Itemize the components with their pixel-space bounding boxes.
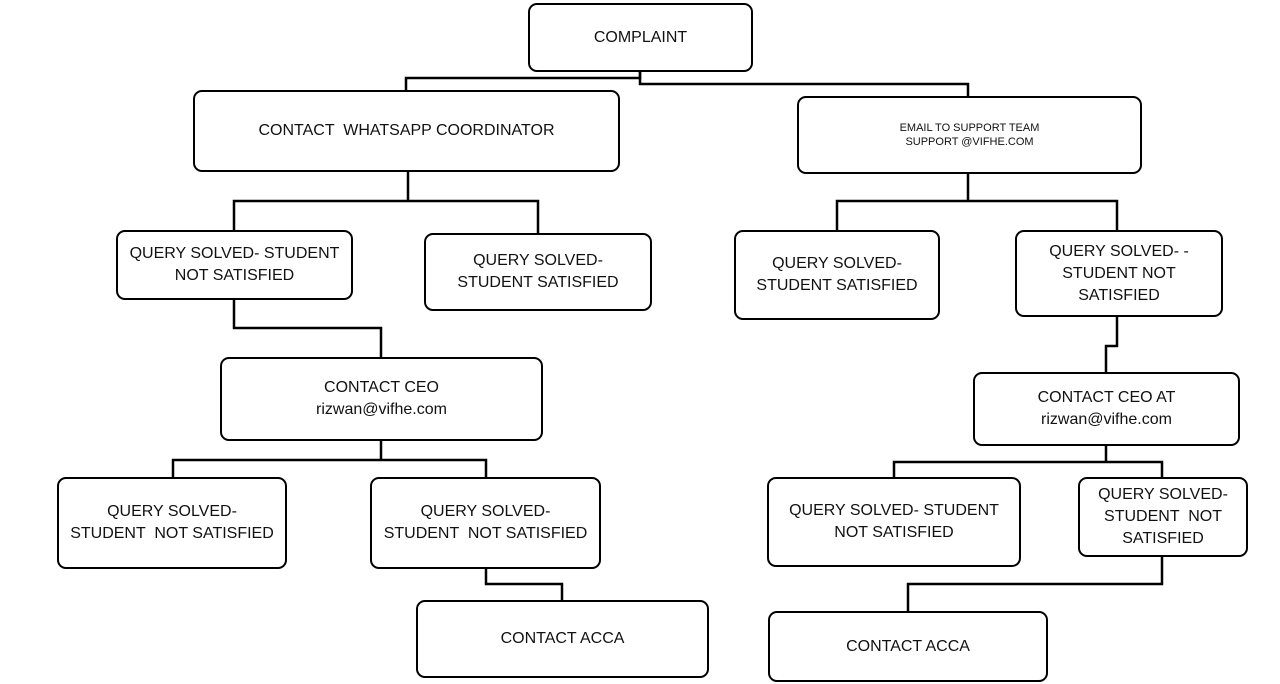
node-text: CONTACT ACCA <box>846 637 970 655</box>
node-text: EMAIL TO SUPPORT TEAM <box>899 122 1040 134</box>
right-ceo-not-satisfied-box-a: QUERY SOLVED- STUDENT NOT SATISFIED <box>767 477 1021 567</box>
node-text: NOT SATISFIED <box>174 267 295 284</box>
email-support-box: EMAIL TO SUPPORT TEAM SUPPORT @VIFHE.COM <box>797 96 1142 174</box>
whatsapp-coordinator-box: CONTACT WHATSAPP COORDINATOR <box>193 90 620 172</box>
connector-complaint-whatsapp <box>404 71 642 91</box>
connector-left-to-ceo <box>232 299 383 358</box>
node-text: CONTACT CEO <box>324 379 439 396</box>
connector-left-to-acca <box>484 568 564 601</box>
right-contact-ceo-box: CONTACT CEO AT rizwan@vifhe.com <box>973 372 1240 446</box>
connector-right-to-acca <box>906 556 1164 612</box>
node-text: QUERY SOLVED- <box>1098 486 1228 503</box>
node-text: STUDENT SATISFIED <box>457 274 619 291</box>
node-text: QUERY SOLVED- <box>107 503 237 520</box>
node-text: rizwan@vifhe.com <box>1041 411 1172 428</box>
node-text: NOT SATISFIED <box>834 524 954 541</box>
node-text: STUDENT SATISFIED <box>756 277 918 294</box>
left-contact-acca-box: CONTACT ACCA <box>416 600 709 678</box>
node-text: COMPLAINT <box>593 28 688 46</box>
right-contact-acca-box: CONTACT ACCA <box>768 611 1048 682</box>
node-text: CONTACT ACCA <box>500 630 625 647</box>
right-not-satisfied-box: QUERY SOLVED- - STUDENT NOT SATISFIED <box>1015 230 1223 317</box>
node-text: QUERY SOLVED- <box>473 252 603 269</box>
left-ceo-not-satisfied-box-b: QUERY SOLVED- STUDENT NOT SATISFIED <box>370 477 601 569</box>
node-text: SATISFIED <box>1078 286 1160 304</box>
connector-complaint-email <box>638 71 970 97</box>
node-text: QUERY SOLVED- STUDENT <box>789 502 999 519</box>
node-text: CONTACT WHATSAPP COORDINATOR <box>258 122 555 139</box>
connector-right-ceo-split <box>892 445 1164 478</box>
node-text: QUERY SOLVED- <box>772 255 902 272</box>
left-ceo-not-satisfied-box-a: QUERY SOLVED- STUDENT NOT SATISFIED <box>57 477 287 569</box>
node-text: QUERY SOLVED- - <box>1049 242 1189 260</box>
complaint-box: COMPLAINT <box>528 3 753 72</box>
node-text: QUERY SOLVED- <box>420 503 551 520</box>
node-text: QUERY SOLVED- STUDENT <box>129 245 340 262</box>
left-contact-ceo-box: CONTACT CEO rizwan@vifhe.com <box>220 357 543 441</box>
connector-right-to-ceo <box>1104 316 1119 373</box>
node-text: SUPPORT @VIFHE.COM <box>905 136 1034 148</box>
node-text: STUDENT NOT <box>1062 264 1176 282</box>
node-text: rizwan@vifhe.com <box>316 401 447 418</box>
node-text: SATISFIED <box>1122 530 1204 547</box>
node-text: STUDENT NOT <box>1104 508 1222 525</box>
connector-left-ceo-split <box>171 440 488 478</box>
right-satisfied-box: QUERY SOLVED- STUDENT SATISFIED <box>734 230 940 320</box>
left-satisfied-box: QUERY SOLVED- STUDENT SATISFIED <box>424 233 652 311</box>
connector-email-split <box>835 173 1119 231</box>
node-text: STUDENT NOT SATISFIED <box>383 525 588 542</box>
left-not-satisfied-box: QUERY SOLVED- STUDENT NOT SATISFIED <box>116 230 353 300</box>
node-text: CONTACT CEO AT <box>1037 389 1176 406</box>
right-ceo-not-satisfied-box-b: QUERY SOLVED- STUDENT NOT SATISFIED <box>1078 477 1248 557</box>
node-text: STUDENT NOT SATISFIED <box>70 525 274 542</box>
connector-whatsapp-split <box>232 171 540 234</box>
